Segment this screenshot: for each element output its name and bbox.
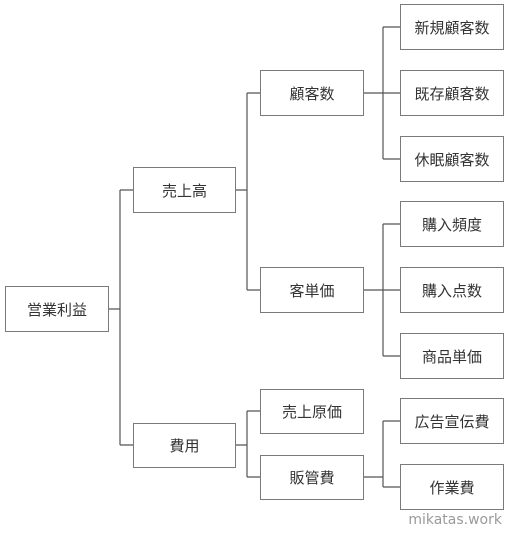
watermark-text: mikatas.work xyxy=(408,512,502,528)
root-node-operating-profit: 営業利益 xyxy=(5,286,109,332)
node-product-unit-price: 商品単価 xyxy=(400,333,504,379)
connector-root-to-level1 xyxy=(109,189,133,446)
node-dormant-customers: 休眠顧客数 xyxy=(400,136,504,182)
node-existing-customers: 既存顧客数 xyxy=(400,70,504,116)
connector-customers-to-leaves xyxy=(364,26,400,160)
node-sales: 売上高 xyxy=(133,167,236,213)
node-unit-price: 客単価 xyxy=(260,267,364,313)
node-operations: 作業費 xyxy=(400,464,504,510)
connector-costs-to-level2 xyxy=(236,410,260,478)
connector-sga-to-leaves xyxy=(364,420,400,488)
connector-sales-to-level2 xyxy=(236,92,260,291)
node-purchase-points: 購入点数 xyxy=(400,267,504,313)
node-costs: 費用 xyxy=(133,423,236,468)
node-purchase-frequency: 購入頻度 xyxy=(400,201,504,247)
node-new-customers: 新規顧客数 xyxy=(400,4,504,50)
node-advertising: 広告宣伝費 xyxy=(400,398,504,444)
node-cost-of-sales: 売上原価 xyxy=(260,389,364,434)
node-sga: 販管費 xyxy=(260,455,364,500)
connector-unitprice-to-leaves xyxy=(364,223,400,357)
node-customers: 顧客数 xyxy=(260,70,364,116)
